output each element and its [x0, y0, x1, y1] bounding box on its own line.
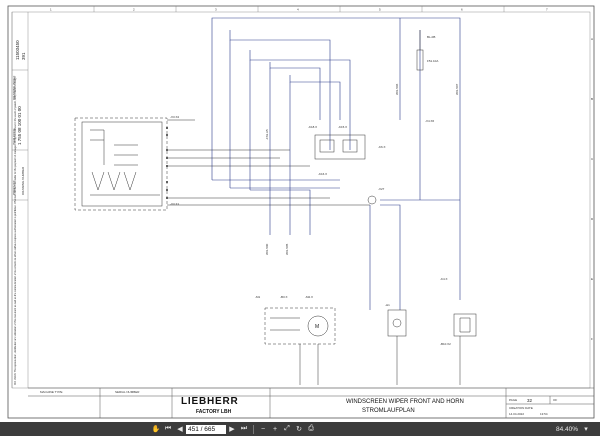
drawing-title: WINDSCREEN WIPER FRONT AND HORN [346, 399, 464, 405]
label-m1: -M1 [255, 295, 260, 299]
fit-icon[interactable]: ⤢ [284, 425, 290, 432]
label-h1: -H1 [385, 303, 390, 307]
row-a: A [591, 37, 593, 41]
label-x62: -X3.X2 [170, 115, 180, 119]
first-page-icon[interactable]: ⏮ [164, 425, 172, 432]
label-k4: -K4.X [440, 277, 448, 281]
row-d: D [591, 217, 594, 221]
label-product: PRODUCT [12, 180, 16, 195]
fuse-top [416, 30, 424, 71]
toolbar-separator [253, 424, 254, 434]
label-x1: -X3.X1 [170, 202, 180, 206]
label-k18: -K18.X [308, 125, 317, 129]
label-b3: -B3.X [280, 295, 288, 299]
brand-logo: LIEBHERR [181, 396, 239, 407]
label-wire-3: W/1-506 [395, 83, 399, 95]
col-2: 2 [133, 8, 135, 12]
rotate-icon[interactable]: ↻ [296, 426, 302, 433]
print-icon[interactable]: ⎙ [308, 425, 314, 432]
page-number-input[interactable] [186, 424, 226, 434]
label-m2: -M2.X [305, 295, 313, 299]
side-info-panel: 11503450 391 ITEM CODE DRAWING INDEX 1 7… [11, 12, 29, 388]
col-4: 4 [297, 8, 299, 12]
label-drawing-index: DRAWING INDEX [12, 76, 16, 100]
label-k16: -K16.X [318, 172, 327, 176]
page-value: 32 [527, 398, 533, 403]
component-labels: -X3.X2 -X3.X1 -K18.X -K15.X -K16.X -X27 … [170, 83, 459, 346]
col-7: 7 [546, 8, 548, 12]
doc-number: 11503450 [15, 40, 20, 60]
col-3: 3 [215, 8, 217, 12]
label-wire-2: W/1-505 [285, 243, 289, 255]
drawing-subtitle: STROMLAUFPLAN [362, 408, 415, 414]
wiper-switch-box [74, 117, 168, 211]
col-6: 6 [461, 8, 463, 12]
of-label: OF [553, 398, 557, 402]
label-k6: -K6.X [378, 145, 386, 149]
wiper-motor [264, 307, 336, 345]
prev-page-icon[interactable]: ◀ [177, 426, 183, 433]
row-f: F [591, 337, 593, 341]
label-k15: -K15.X [338, 125, 347, 129]
creation-date-label: CREATION DATE [509, 406, 533, 410]
row-c: C [591, 157, 594, 161]
creation-time: 13:54 [540, 412, 548, 416]
label-x27: -X27 [378, 187, 385, 191]
label-wire-4: W/1-507 [455, 83, 459, 95]
relay-box [314, 134, 377, 205]
next-page-icon[interactable]: ▶ [229, 426, 235, 433]
row-b: B [591, 97, 593, 101]
legal-notice: ISO 16016: The reproduction, distributio… [14, 76, 17, 385]
last-page-icon[interactable]: ⏭ [240, 425, 248, 432]
schematic-drawing: 1 2 3 4 5 6 7 A B C D E F 11503450 391 I… [7, 5, 595, 419]
wires-blue [211, 17, 461, 310]
schematic-sheet: 1 2 3 4 5 6 7 A B C D E F 11503450 391 I… [7, 5, 595, 419]
row-e: E [591, 277, 593, 281]
bl-label: BL-0B [427, 35, 435, 39]
chevron-down-icon[interactable]: ▾ [584, 426, 588, 433]
label-item-code: ITEM CODE [12, 128, 16, 145]
row-markers-right: A B C D E F [591, 37, 594, 341]
zoom-level[interactable]: 84.40% [555, 425, 578, 433]
switch-pins [166, 127, 168, 199]
label-drawing-number: DRAWING NUMBER [21, 166, 25, 195]
column-markers-top: 1 2 3 4 5 6 7 [50, 6, 548, 12]
label-f63: -F63.A5 [265, 129, 269, 140]
machine-type-label: MACHINE TYPE [40, 390, 62, 394]
col-1: 1 [50, 8, 52, 12]
label-b10: -B10.X2 [440, 342, 451, 346]
zoom-in-icon[interactable]: + [272, 425, 278, 433]
page-label: PAGE [509, 398, 517, 402]
label-x4: -X4.X6 [425, 119, 435, 123]
label-wire-1: W/1-500 [265, 243, 269, 255]
creation-date: 14.04.2022 [509, 412, 524, 416]
col-5: 5 [379, 8, 381, 12]
title-block [28, 387, 594, 418]
horn-component [387, 309, 477, 337]
pan-icon[interactable]: ✋ [151, 426, 161, 433]
motor-symbol: M [315, 324, 319, 330]
factory-label: FACTORY LBH [196, 409, 232, 415]
drawing-number: 1 755 08 100 01 00 [17, 106, 22, 145]
zoom-out-icon[interactable]: − [260, 425, 266, 433]
pdf-viewer-toolbar: ✋ ⏮ ◀ ▶ ⏭ − + ⤢ ↻ ⎙ 84.40% ▾ [0, 422, 600, 436]
wires-bottom [299, 336, 461, 385]
fuse-rating: F51.10A [427, 59, 438, 63]
doc-index: 391 [21, 52, 26, 60]
serial-number-label: SERIAL NUMBER [115, 390, 140, 394]
wires-switch [167, 119, 370, 206]
